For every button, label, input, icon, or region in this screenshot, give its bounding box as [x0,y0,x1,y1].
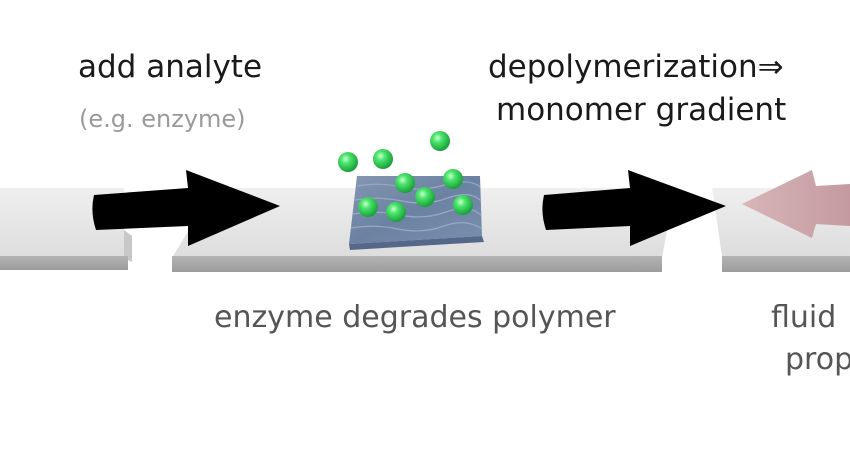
fluid-flow-arrow [742,170,850,238]
monomer-bead [358,197,378,217]
arrow-add-analyte [92,170,281,246]
monomer-bead [338,152,358,172]
fluid-label: fluid [771,300,837,335]
monomer-bead [430,131,450,151]
monomer-bead [443,169,463,189]
add-analyte-label: add analyte [78,49,263,85]
monomer-bead [373,149,393,169]
monomer-bead [395,173,415,193]
monomer-bead [453,195,473,215]
analyte-example-label: (e.g. enzyme) [79,105,246,133]
depolymerization-label: depolymerization⇒ [488,49,784,85]
monomer-bead [386,202,406,222]
monomer-gradient-label: monomer gradient [496,92,787,128]
prop-label: prop [785,342,850,377]
monomer-bead [415,187,435,207]
enzyme-degrades-label: enzyme degrades polymer [214,300,616,335]
monomer-beads [338,131,473,222]
arrow-depolymerization [542,170,726,246]
